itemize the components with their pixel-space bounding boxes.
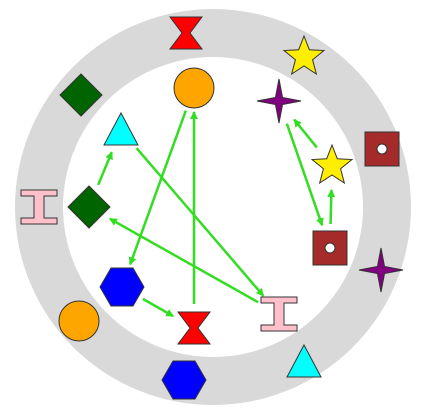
arrow-pink-ibeam-to-green-diamond <box>109 217 259 304</box>
inner-cyan-triangle <box>103 111 139 146</box>
ring-pink-ibeam <box>20 189 58 225</box>
ring-darkred-square-dot <box>376 143 388 155</box>
shapes-layer <box>20 16 404 400</box>
ring-cyan-triangle <box>286 343 322 378</box>
arrow-orange-circle-to-blue-hexagon <box>128 110 188 266</box>
ring-darkred-square <box>364 131 400 167</box>
arrow-purple-star-to-darkred-square <box>285 123 324 227</box>
inner-orange-circle <box>173 67 215 109</box>
arrow-blue-hexagon-to-red-hourglass <box>142 297 175 318</box>
inner-darkred-square <box>312 230 348 266</box>
arrow-green-diamond-to-cyan-triangle <box>97 151 113 186</box>
inner-purple-star <box>256 78 302 124</box>
arrow-yellow-star-to-purple-star <box>293 118 318 149</box>
ring-purple-star <box>358 247 404 293</box>
inner-red-hourglass <box>177 311 211 345</box>
ring-yellow-star <box>282 34 326 76</box>
inner-darkred-square-dot <box>324 242 336 254</box>
inner-green-diamond <box>67 185 111 229</box>
ring-green-diamond <box>59 73 103 117</box>
arrow-darkred-square-to-yellow-star <box>327 188 336 225</box>
inner-pink-ibeam <box>260 296 298 332</box>
ring-red-hourglass <box>169 16 203 50</box>
inner-yellow-star <box>310 143 354 185</box>
ring-orange-circle <box>58 300 100 342</box>
arrow-cyan-triangle-to-pink-ibeam <box>135 147 265 297</box>
ring-blue-hexagon <box>161 360 207 400</box>
inner-blue-hexagon <box>99 267 145 307</box>
arrows-layer <box>97 110 336 318</box>
